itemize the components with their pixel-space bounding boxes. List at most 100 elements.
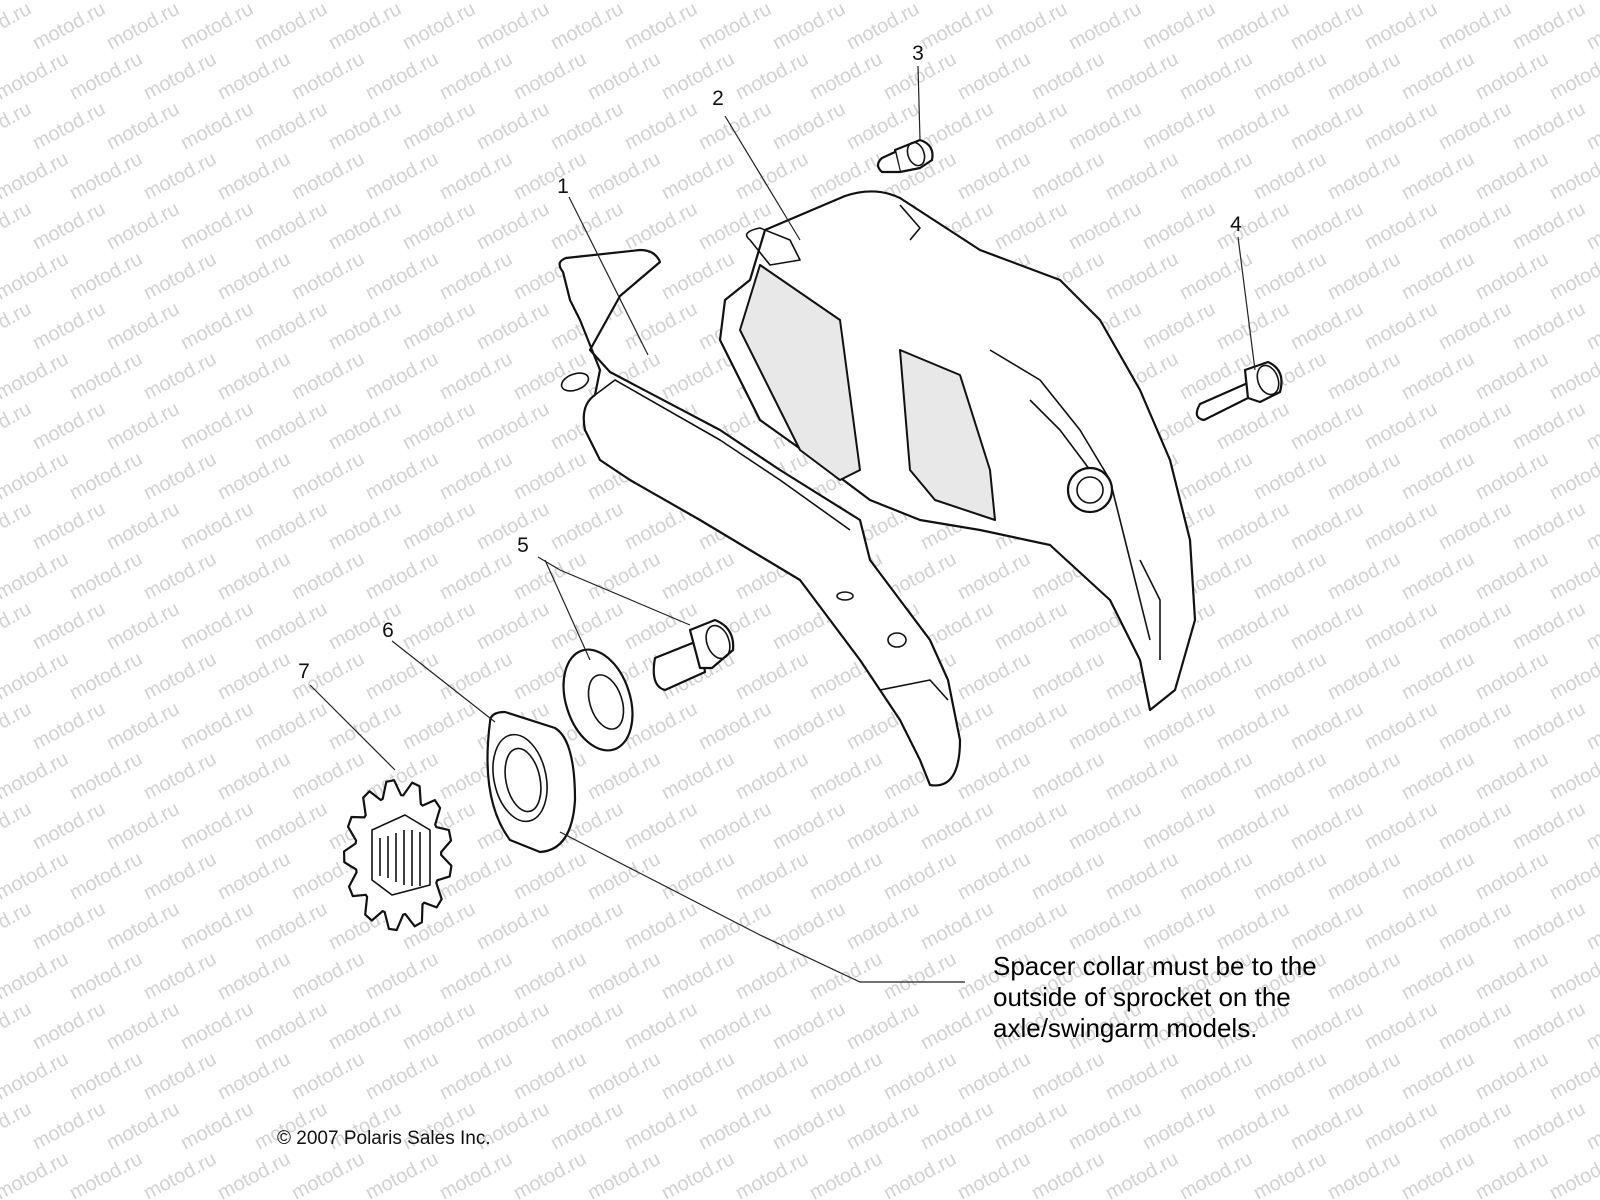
watermark-text: motod.ru: [769, 998, 849, 1054]
watermark-text: motod.ru: [1213, 1098, 1293, 1154]
watermark-text: motod.ru: [140, 48, 220, 104]
watermark-text: motod.ru: [510, 148, 590, 204]
watermark-text: motod.ru: [1361, 898, 1441, 954]
watermark-text: motod.ru: [1102, 848, 1182, 904]
watermark-text: motod.ru: [1250, 248, 1330, 304]
watermark-text: motod.ru: [954, 0, 1034, 4]
watermark-text: motod.ru: [1361, 498, 1441, 554]
watermark-text: motod.ru: [66, 1048, 146, 1104]
watermark-text: motod.ru: [1546, 248, 1600, 304]
watermark-text: motod.ru: [917, 998, 997, 1054]
watermark-text: motod.ru: [1028, 1148, 1108, 1200]
watermark-text: motod.ru: [1213, 98, 1293, 154]
watermark-text: motod.ru: [695, 698, 775, 754]
watermark-text: motod.ru: [917, 0, 997, 54]
watermark-text: motod.ru: [66, 948, 146, 1004]
watermark-text: motod.ru: [399, 0, 479, 54]
watermark-text: motod.ru: [1213, 498, 1293, 554]
watermark-text: motod.ru: [954, 1048, 1034, 1104]
watermark-text: motod.ru: [140, 248, 220, 304]
callout-5: 5: [517, 534, 529, 557]
watermark-text: motod.ru: [658, 348, 738, 404]
watermark-text: motod.ru: [1435, 98, 1515, 154]
watermark-text: motod.ru: [473, 0, 553, 54]
watermark-text: motod.ru: [399, 298, 479, 354]
watermark-text: motod.ru: [362, 1048, 442, 1104]
watermark-text: motod.ru: [732, 948, 812, 1004]
watermark-text: motod.ru: [1398, 1148, 1478, 1200]
watermark-text: motod.ru: [0, 248, 72, 304]
watermark-text: motod.ru: [0, 798, 35, 854]
watermark-text: motod.ru: [177, 498, 257, 554]
watermark-text: motod.ru: [991, 798, 1071, 854]
watermark-text: motod.ru: [1139, 298, 1219, 354]
watermark-text: motod.ru: [1435, 998, 1515, 1054]
watermark-text: motod.ru: [399, 598, 479, 654]
watermark-text: motod.ru: [473, 298, 553, 354]
watermark-text: motod.ru: [1102, 48, 1182, 104]
watermark-text: motod.ru: [1213, 898, 1293, 954]
watermark-text: motod.ru: [251, 998, 331, 1054]
watermark-text: motod.ru: [0, 348, 72, 404]
watermark-text: motod.ru: [1287, 998, 1367, 1054]
watermark-text: motod.ru: [917, 1098, 997, 1154]
watermark-text: motod.ru: [1287, 0, 1367, 54]
watermark-text: motod.ru: [991, 0, 1071, 54]
watermark-text: motod.ru: [1213, 198, 1293, 254]
watermark-text: motod.ru: [1361, 798, 1441, 854]
watermark-text: motod.ru: [436, 448, 516, 504]
watermark-text: motod.ru: [251, 698, 331, 754]
watermark-text: motod.ru: [1509, 1098, 1589, 1154]
watermark-text: motod.ru: [214, 848, 294, 904]
watermark-text: motod.ru: [658, 548, 738, 604]
watermark-text: motod.ru: [658, 148, 738, 204]
watermark-text: motod.ru: [1324, 948, 1404, 1004]
watermark-text: motod.ru: [769, 798, 849, 854]
watermark-text: motod.ru: [1176, 0, 1256, 4]
watermark-text: motod.ru: [1028, 148, 1108, 204]
watermark-text: motod.ru: [325, 498, 405, 554]
watermark-text: motod.ru: [917, 798, 997, 854]
watermark-text: motod.ru: [1287, 298, 1367, 354]
watermark-text: motod.ru: [1546, 448, 1600, 504]
watermark-text: motod.ru: [1139, 0, 1219, 54]
watermark-text: motod.ru: [66, 548, 146, 604]
copyright-text: © 2007 Polaris Sales Inc.: [277, 1128, 491, 1149]
watermark-text: motod.ru: [1176, 448, 1256, 504]
watermark-text: motod.ru: [510, 848, 590, 904]
watermark-text: motod.ru: [66, 1148, 146, 1200]
watermark-text: motod.ru: [29, 1098, 109, 1154]
note-line-3: axle/swingarm models.: [993, 1013, 1257, 1043]
watermark-text: motod.ru: [140, 148, 220, 204]
watermark-text: motod.ru: [29, 298, 109, 354]
watermark-text: motod.ru: [0, 98, 35, 154]
watermark-text: motod.ru: [399, 98, 479, 154]
watermark-text: motod.ru: [0, 1148, 72, 1200]
watermark-text: motod.ru: [0, 598, 35, 654]
watermark-text: motod.ru: [510, 1048, 590, 1104]
watermark-text: motod.ru: [1583, 198, 1600, 254]
watermark-text: motod.ru: [1472, 0, 1552, 4]
watermark-text: motod.ru: [251, 98, 331, 154]
watermark-text: motod.ru: [1361, 98, 1441, 154]
watermark-text: motod.ru: [214, 748, 294, 804]
watermark-text: motod.ru: [1472, 348, 1552, 404]
watermark-text: motod.ru: [1435, 798, 1515, 854]
watermark-text: motod.ru: [584, 48, 664, 104]
watermark-text: motod.ru: [103, 298, 183, 354]
watermark-text: motod.ru: [1509, 998, 1589, 1054]
watermark-text: motod.ru: [251, 798, 331, 854]
watermark-text: motod.ru: [843, 898, 923, 954]
watermark-text: motod.ru: [584, 748, 664, 804]
watermark-text: motod.ru: [1176, 848, 1256, 904]
watermark-text: motod.ru: [251, 0, 331, 54]
watermark-text: motod.ru: [1065, 0, 1145, 54]
watermark-text: motod.ru: [288, 1048, 368, 1104]
watermark-text: motod.ru: [1583, 598, 1600, 654]
watermark-text: motod.ru: [1324, 548, 1404, 604]
watermark-text: motod.ru: [1435, 1098, 1515, 1154]
watermark-text: motod.ru: [399, 998, 479, 1054]
watermark-text: motod.ru: [1583, 798, 1600, 854]
watermark-text: motod.ru: [66, 0, 146, 4]
watermark-text: motod.ru: [1028, 748, 1108, 804]
